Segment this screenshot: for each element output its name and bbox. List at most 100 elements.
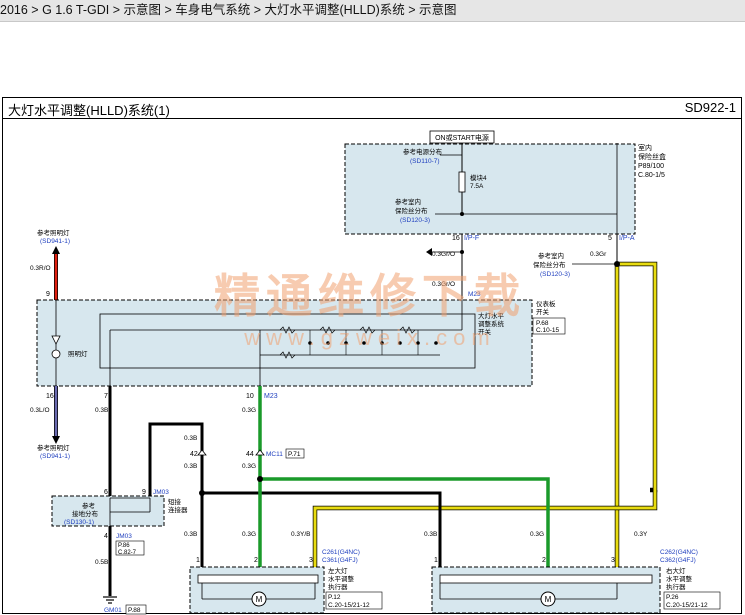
arrow-up-icon bbox=[52, 246, 60, 254]
splice-dot bbox=[199, 490, 205, 496]
breadcrumb-item[interactable]: 车身电气系统 bbox=[175, 3, 251, 17]
fuse-box-module bbox=[344, 143, 636, 235]
left-actuator-label: 水平调整 bbox=[328, 574, 355, 583]
pin-label: 1 bbox=[434, 557, 438, 564]
wire-yellow-outline bbox=[617, 261, 658, 493]
pin-label: 10 bbox=[246, 393, 254, 400]
connector-label[interactable]: I/P-A bbox=[619, 235, 635, 242]
jm03-ref-box bbox=[115, 540, 145, 556]
mc11-ref: P.71 bbox=[288, 451, 301, 458]
ref-power-dist: 参考电源分布 bbox=[403, 147, 443, 156]
connector-label[interactable]: M23 bbox=[468, 291, 481, 298]
ref-lighting-top: 参考照明灯 bbox=[37, 228, 70, 237]
lamp-icon bbox=[51, 349, 61, 359]
wire-label: 0.3G bbox=[242, 531, 256, 538]
wire-label: 0.5B bbox=[95, 559, 108, 566]
wire-yellow bbox=[617, 262, 657, 490]
fuse-name: 模块4 bbox=[470, 173, 487, 182]
wire-yellow-outline bbox=[312, 490, 658, 567]
fuse-symbol bbox=[458, 171, 466, 193]
power-label: ON或START电源 bbox=[435, 133, 489, 142]
pin-label: 3 bbox=[611, 557, 615, 564]
connector-icon bbox=[197, 449, 207, 456]
diagram-code: SD922-1 bbox=[684, 100, 736, 115]
pin-label: 2 bbox=[254, 557, 258, 564]
watermark-url: www.gzweix.com bbox=[243, 325, 495, 350]
illum-lamp-label: 照明灯 bbox=[68, 349, 88, 358]
left-conn-label[interactable]: C261(G4NC) bbox=[322, 549, 360, 556]
connector-label[interactable]: MC11 bbox=[266, 451, 283, 458]
ref-indoor-fuse-dist2: 参考室内 bbox=[538, 251, 564, 260]
gnd-ref: P.88 bbox=[128, 607, 141, 614]
connector-label[interactable]: JM03 bbox=[116, 533, 132, 540]
ref-lighting-bottom-code[interactable]: (SD941-1) bbox=[40, 453, 70, 460]
breadcrumb-item[interactable]: 大灯水平调整(HLLD)系统 bbox=[264, 3, 405, 17]
breadcrumb-item[interactable]: G 1.6 T-GDI bbox=[42, 3, 110, 17]
switch-ref: C.10-15 bbox=[536, 327, 560, 334]
fuse-box-ref: C.80-1/5 bbox=[638, 172, 665, 179]
splice-label: 连接器 bbox=[168, 505, 188, 514]
wire-label: 0.3Gr/O bbox=[432, 251, 455, 258]
ref-ground-dist: 参考 bbox=[82, 501, 96, 510]
pin-label: 44 bbox=[246, 451, 254, 458]
breadcrumb-item[interactable]: 示意图 bbox=[419, 3, 457, 17]
pin-label: 2 bbox=[542, 557, 546, 564]
instrument-panel-switch: 仪表板 bbox=[536, 299, 556, 308]
right-actuator-ref: C.20-15/21-12 bbox=[666, 602, 708, 609]
right-actuator-ref: P.26 bbox=[666, 594, 679, 601]
right-actuator-label: 水平调整 bbox=[666, 574, 693, 583]
jm03-ref: P.86 bbox=[118, 543, 130, 549]
right-conn-label[interactable]: C362(G4FJ) bbox=[660, 557, 696, 564]
pin-label: 9 bbox=[46, 291, 50, 298]
resistor-chain bbox=[279, 326, 416, 359]
ground-label[interactable]: GM01 bbox=[104, 607, 122, 614]
jm03-ref: C.82-7 bbox=[118, 550, 137, 556]
ref-indoor-fuse-dist: 参考室内 bbox=[395, 197, 421, 206]
ref-ground-dist: 接地分布 bbox=[72, 509, 99, 518]
switch-ref-box bbox=[532, 317, 566, 335]
wire-label: 0.3B bbox=[184, 435, 197, 442]
pin-label: 7 bbox=[104, 393, 108, 400]
right-conn-label[interactable]: C262(G4NC) bbox=[660, 549, 698, 556]
pin-label: 9 bbox=[142, 489, 146, 496]
wire-label: 0.3B bbox=[184, 463, 197, 470]
wire-label: 0.3B bbox=[184, 531, 197, 538]
right-actuator-connector bbox=[439, 574, 653, 584]
connector-label[interactable]: I/P-F bbox=[464, 235, 479, 242]
connector-label[interactable]: JM03 bbox=[153, 489, 169, 496]
splice-dot bbox=[257, 476, 263, 482]
motor-symbol: M bbox=[545, 595, 552, 604]
breadcrumb-item[interactable]: 2016 bbox=[0, 3, 28, 17]
wire-black-0.3b bbox=[202, 491, 442, 567]
pin-label: 5 bbox=[608, 235, 612, 242]
wire-label: 0.3R/O bbox=[30, 265, 51, 272]
splice-dot bbox=[460, 250, 464, 254]
breadcrumb-item[interactable]: 示意图 bbox=[123, 3, 161, 17]
switch-label: 开关 bbox=[478, 327, 492, 336]
splice-dot bbox=[614, 261, 620, 267]
motor-symbol: M bbox=[256, 595, 263, 604]
ref-lighting-top-code[interactable]: (SD941-1) bbox=[40, 238, 70, 245]
left-actuator-ref-box bbox=[325, 591, 383, 610]
right-actuator-label: 右大灯 bbox=[666, 566, 686, 575]
pin-label: 16 bbox=[46, 393, 54, 400]
ref-indoor-fuse-dist2-code[interactable]: (SD120-3) bbox=[540, 271, 570, 278]
arrow-icon bbox=[426, 248, 432, 256]
connector-icon bbox=[255, 449, 265, 456]
right-actuator-label: 执行器 bbox=[666, 582, 686, 591]
ref-ground-dist-code[interactable]: (SD130-1) bbox=[64, 519, 94, 526]
diagram-frame bbox=[2, 97, 742, 614]
wire-label: 0.3L/O bbox=[30, 407, 50, 414]
watermark: 精通维修下载 bbox=[214, 270, 526, 322]
pin-label: 6 bbox=[104, 489, 108, 496]
ref-indoor-fuse-dist-code[interactable]: (SD120-3) bbox=[400, 217, 430, 224]
connector-label[interactable]: M23 bbox=[264, 393, 278, 400]
arrow-down-icon bbox=[52, 436, 60, 444]
ref-power-dist-code[interactable]: (SD110-7) bbox=[410, 158, 440, 165]
fuse-box-ref: P89/100 bbox=[638, 163, 664, 170]
wire-label: 0.3B bbox=[95, 407, 108, 414]
left-conn-label[interactable]: C361(G4FJ) bbox=[322, 557, 358, 564]
wire-label: 0.3Gr bbox=[590, 251, 607, 258]
diagram-title: 大灯水平调整(HLLD)系统(1) bbox=[8, 103, 170, 118]
